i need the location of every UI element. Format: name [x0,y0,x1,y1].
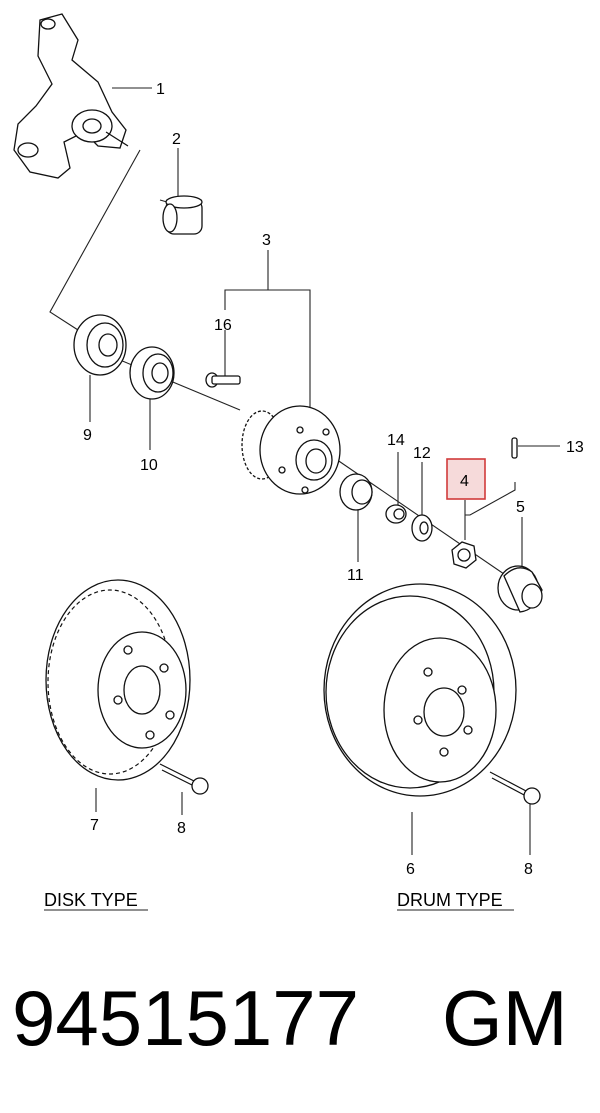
drum-type-heading: DRUM TYPE [397,890,503,910]
callout-13: 13 [566,439,584,456]
outer-bearing-part [339,473,373,511]
hub-nut-part [451,541,477,569]
bushing-part [162,195,203,235]
callout-7: 7 [90,817,99,834]
callout-1: 1 [156,81,165,98]
disk-type-heading: DISK TYPE [44,890,138,910]
brake-disc-part [45,579,191,781]
hub-cap-part [497,565,543,613]
washer-part [411,514,433,542]
callout-14: 14 [387,432,405,449]
brake-drum-part [323,583,517,797]
inner-bearing-part [129,346,175,400]
seal-part [385,504,407,524]
callout-16: 16 [214,317,232,334]
callout-3: 3 [262,232,271,249]
highlight-box-callout-4 [446,458,486,500]
outer-bearing-race-part [73,314,127,376]
cotter-pin-part [511,437,518,459]
disc-screw-part [159,763,209,795]
callout-6: 6 [406,861,415,878]
callout-2: 2 [172,131,181,148]
callout-8-disk: 8 [177,820,186,837]
callout-11: 11 [347,567,364,584]
callout-9: 9 [83,427,92,444]
callout-8-drum: 8 [524,861,533,878]
callout-4: 4 [460,473,469,490]
callout-5: 5 [516,499,525,516]
callout-labels: 1 2 3 16 9 10 14 12 13 4 5 11 7 8 6 8 [83,81,584,878]
hub-bolt-part [205,372,241,388]
wheel-hub-part [241,405,341,495]
callout-12: 12 [413,445,431,462]
drum-screw-part [489,771,541,805]
steering-knuckle-part [13,13,129,179]
callout-10: 10 [140,457,158,474]
part-number: 94515177 [12,974,359,1062]
brand-name: GM [442,974,568,1062]
